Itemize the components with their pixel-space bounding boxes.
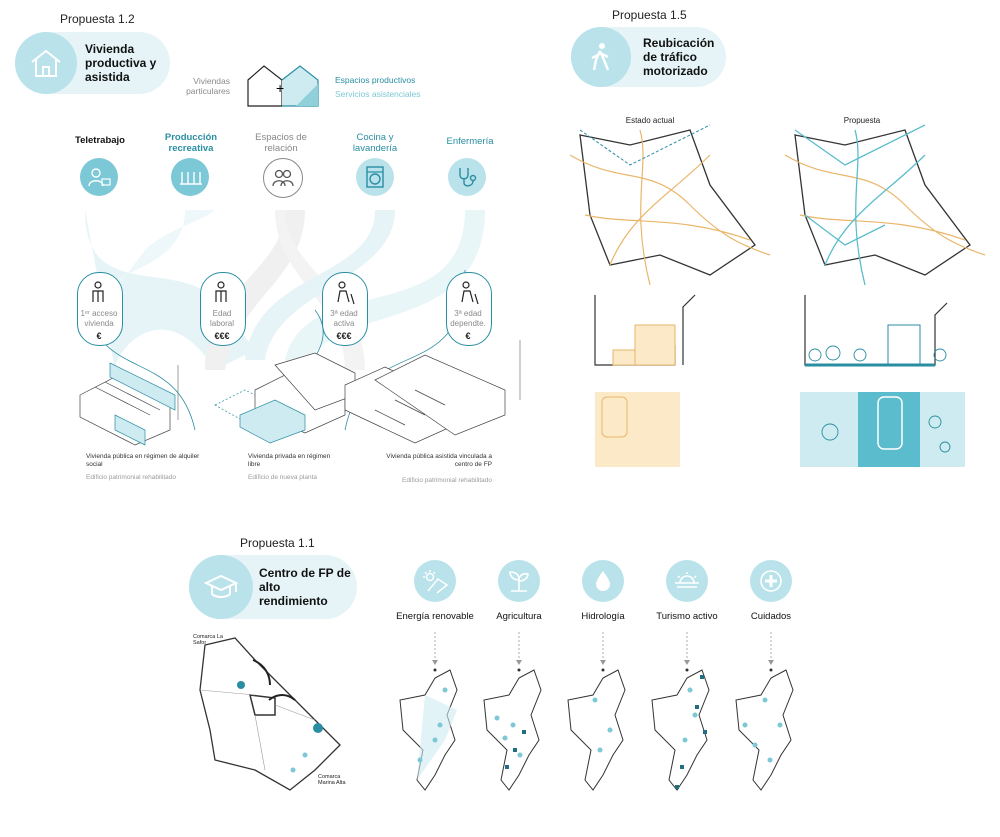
sprout-icon [498, 560, 540, 602]
region-maps [399, 632, 794, 791]
sunrise-icon [666, 560, 708, 602]
p12-title: Propuesta 1.2 [60, 12, 135, 26]
p15-pill: Reubicación de tráfico motorizado [571, 27, 726, 87]
street-sections [594, 294, 948, 367]
p12-pill-text: Vivienda productiva y asistida [85, 42, 157, 84]
person-icons [92, 281, 479, 305]
label-comarca-safor: Comarca La Safor [193, 634, 223, 646]
building-axonometrics [79, 340, 521, 446]
sun-panel-icon [414, 560, 456, 602]
p11-pill: Centro de FP de alto rendimiento [189, 555, 357, 619]
profile-3-cost: €€€ [336, 331, 352, 341]
comarca-map [199, 637, 341, 791]
cat-enfermeria: Enfermería [446, 136, 494, 147]
profile-1-cost: € [96, 331, 102, 341]
profile-3-text: 3ª edad activa [330, 309, 358, 328]
sector-turismo: Turismo activo [656, 611, 718, 622]
traffic-map-proposal [784, 124, 986, 286]
cat-produccion: Producción recreativa [164, 132, 218, 154]
cat-teletrabajo: Teletrabajo [75, 135, 125, 146]
label-espacios: Espacios productivos [335, 75, 416, 85]
house-icon [15, 32, 77, 94]
profile-3 [322, 272, 368, 346]
cat-espacios-relacion: Espacios de relación [255, 132, 307, 154]
street-plans [595, 392, 965, 467]
label-estado-actual: Estado actual [625, 116, 675, 125]
building-2-sub: Edificio de nueva planta [248, 474, 318, 481]
profile-1 [77, 272, 123, 346]
profile-4-text: 3ª edad dependte. [450, 309, 486, 328]
p15-title: Propuesta 1.5 [612, 8, 687, 22]
label-propuesta: Propuesta [843, 116, 881, 125]
sector-cuidados: Cuidados [750, 611, 792, 622]
p11-title: Propuesta 1.1 [240, 536, 315, 550]
building-1-sub: Edificio patrimonial rehabilitado [86, 474, 176, 481]
building-3-sub: Edificio patrimonial rehabilitado [402, 477, 492, 484]
profile-2-cost: €€€ [214, 331, 230, 341]
sector-hidrologia: Hidrología [581, 611, 625, 622]
svg-text:+: + [276, 80, 284, 96]
stethoscope-icon [448, 158, 486, 196]
p11-pill-text: Centro de FP de alto rendimiento [259, 566, 351, 608]
graduation-cap-icon [189, 555, 253, 619]
house-schematic: + [247, 65, 319, 107]
p12-pill: Vivienda productiva y asistida [15, 32, 170, 94]
profile-1-text: 1ᵉʳ acceso vivienda [80, 309, 118, 328]
p15-pill-text: Reubicación de tráfico motorizado [643, 36, 715, 78]
traffic-map-current [569, 124, 771, 286]
profile-4-cost: € [465, 331, 471, 341]
medical-cross-icon [750, 560, 792, 602]
water-drop-icon [582, 560, 624, 602]
sector-energia: Energía renovable [396, 611, 474, 622]
pedestrian-icon [571, 27, 631, 87]
crops-icon [171, 158, 209, 196]
people-icon [263, 158, 303, 198]
cat-cocina: Cocina y lavandería [352, 132, 398, 154]
building-2-desc: Vivienda privada en régimen libre [248, 453, 331, 468]
profile-2 [200, 272, 246, 346]
building-1-desc: Vivienda pública en régimen de alquiler … [86, 453, 200, 468]
profile-2-text: Edad laboral [209, 309, 234, 328]
sector-agricultura: Agricultura [496, 611, 542, 622]
washing-machine-icon [356, 158, 394, 196]
label-servicios: Servicios asistenciales [335, 89, 421, 99]
building-3-desc: Vivienda pública asistida vinculada a ce… [386, 453, 492, 468]
label-viviendas: Viviendas particulares [186, 76, 230, 96]
teleworker-icon [80, 158, 118, 196]
label-comarca-marina: Comarca Marina Alta [318, 774, 346, 786]
